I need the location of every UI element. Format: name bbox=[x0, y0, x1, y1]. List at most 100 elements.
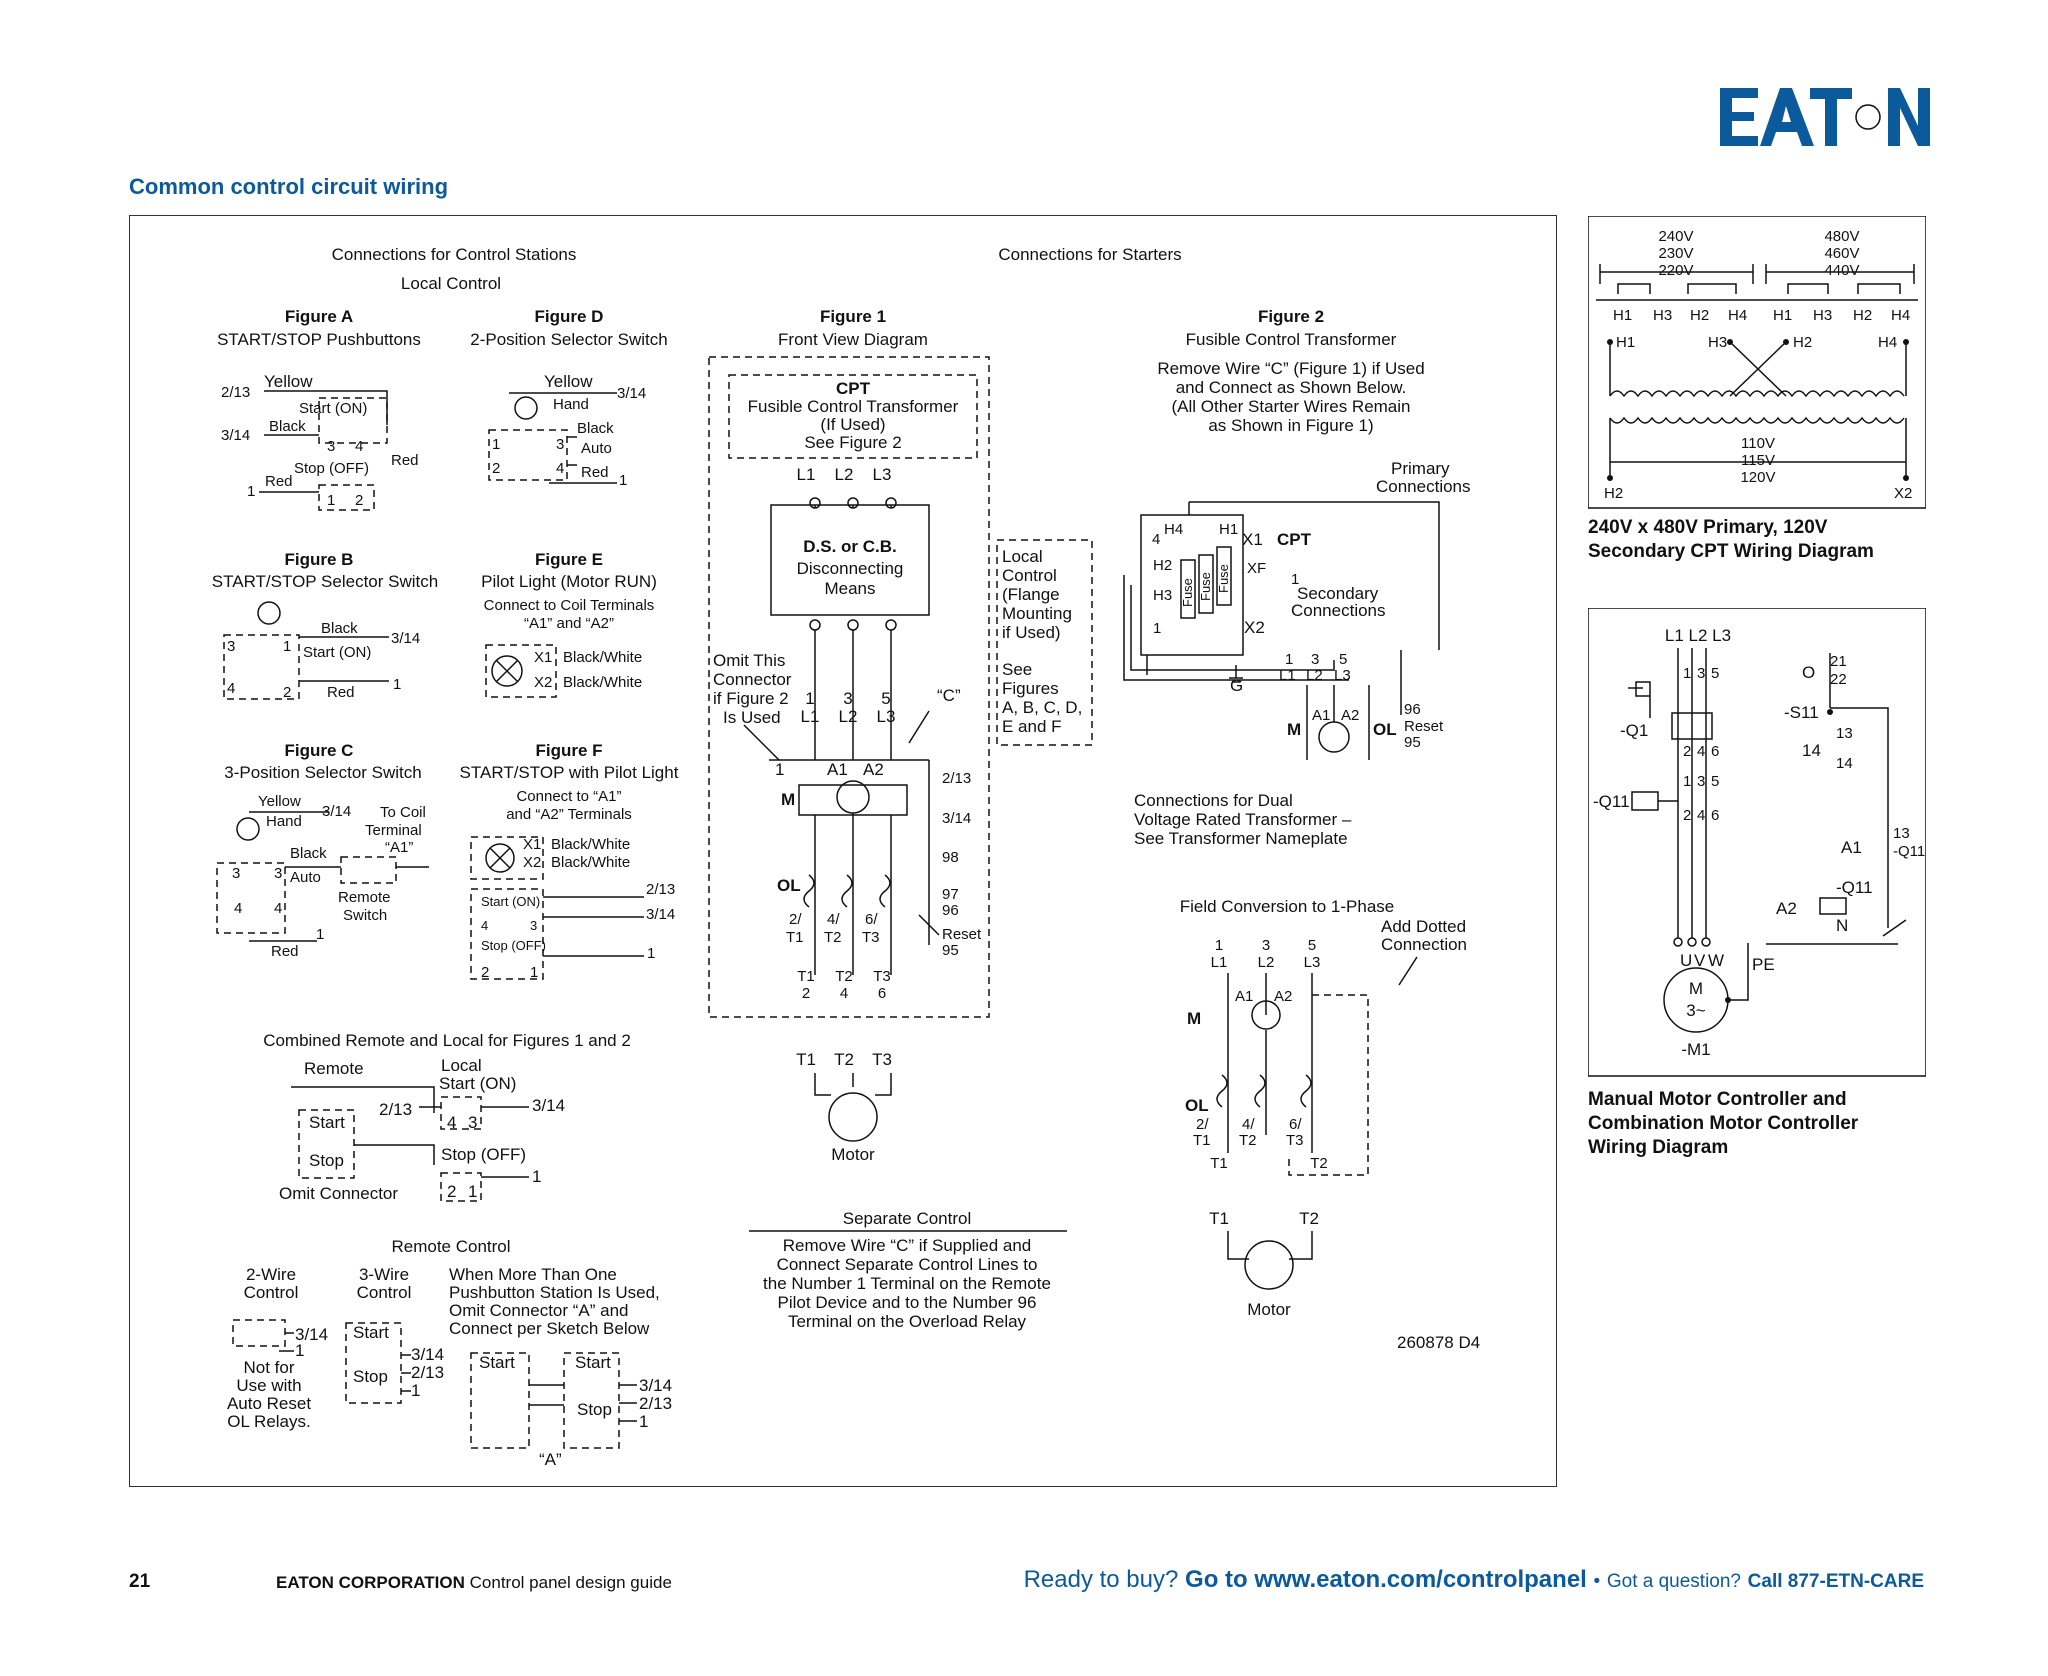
diagram-label: L2 bbox=[1306, 667, 1323, 684]
diagram-label: 1 bbox=[775, 760, 784, 779]
diagram-label: Switch bbox=[343, 907, 387, 924]
diagram-label: H3 bbox=[1708, 334, 1727, 351]
diagram-label: Fuse bbox=[1216, 564, 1231, 593]
diagram-label: 2/ bbox=[789, 911, 802, 928]
diagram-label: -Q11 bbox=[1593, 792, 1630, 811]
diagram-label: Terminal on the Overload Relay bbox=[788, 1312, 1027, 1331]
diagram-label: Connections bbox=[1376, 477, 1471, 496]
diagram-label: 1 bbox=[1285, 651, 1293, 668]
diagram-label: 2 bbox=[1683, 807, 1691, 824]
diagram-label: 2/ bbox=[1196, 1116, 1209, 1133]
diagram-label: 1 bbox=[316, 926, 324, 943]
diagram-label: Start (ON) bbox=[481, 894, 540, 909]
diagram-label: Combined Remote and Local for Figures 1 … bbox=[263, 1031, 631, 1050]
separate-control: Separate Control Remove Wire “C” if Supp… bbox=[749, 1209, 1067, 1331]
diagram-label: Control bbox=[244, 1283, 299, 1302]
diagram-label: T2 bbox=[834, 1050, 854, 1069]
diagram-label: Stop bbox=[353, 1367, 388, 1386]
diagram-label: Yellow bbox=[544, 372, 593, 391]
cpt-caption-line-1: 240V x 480V Primary, 120V bbox=[1588, 517, 1828, 538]
diagram-label: Reset bbox=[1404, 718, 1444, 735]
diagram-label: 2 bbox=[492, 460, 500, 477]
diagram-label: 2 bbox=[283, 684, 291, 701]
diagram-label: A2 bbox=[1274, 988, 1292, 1005]
figure-c: Figure C 3-Position Selector Switch Yell… bbox=[216, 741, 429, 960]
diagram-label: 6 bbox=[1711, 807, 1719, 824]
diagram-label: 1 bbox=[532, 1167, 541, 1186]
diagram-label: 3~ bbox=[1686, 1001, 1705, 1020]
diagram-label: 1 bbox=[1153, 620, 1161, 637]
diagram-label: T1 bbox=[797, 968, 815, 985]
diagram-label: T2 bbox=[824, 929, 842, 946]
diagram-label: See Transformer Nameplate bbox=[1134, 829, 1348, 848]
figure-e: Figure E Pilot Light (Motor RUN) Connect… bbox=[481, 550, 657, 698]
diagram-label: 4 bbox=[481, 918, 488, 933]
diagram-label: 1 bbox=[647, 945, 655, 962]
diagram-label: 110V bbox=[1741, 435, 1775, 452]
diagram-label: Connector bbox=[713, 670, 792, 689]
diagram-frame bbox=[129, 215, 1557, 1487]
diagram-label: Yellow bbox=[258, 793, 301, 810]
mmc-caption-line-1: Manual Motor Controller and bbox=[1588, 1089, 1847, 1110]
diagram-label: X2 bbox=[1244, 618, 1265, 637]
diagram-label: 4/ bbox=[1242, 1116, 1255, 1133]
separator: • bbox=[1593, 1571, 1601, 1592]
diagram-label: T1 bbox=[1193, 1132, 1211, 1149]
diagram-label: 1 bbox=[1683, 773, 1691, 790]
diagram-label: 96 bbox=[942, 902, 959, 919]
diagram-label: XF bbox=[1247, 560, 1266, 577]
figure-b: Figure B START/STOP Selector Switch Blac… bbox=[212, 550, 438, 701]
diagram-label: Separate Control bbox=[843, 1209, 972, 1228]
diagram-label: N bbox=[1836, 916, 1848, 935]
diagram-label: Auto bbox=[290, 869, 321, 886]
diagram-label: 3/14 bbox=[646, 906, 675, 923]
diagram-label: 1 bbox=[619, 472, 627, 489]
diagram-label: When More Than One bbox=[449, 1265, 617, 1284]
diagram-label: Black/White bbox=[563, 674, 642, 691]
diagram-label: OL bbox=[1185, 1096, 1209, 1115]
footer-corp: EATON CORPORATION Control panel design g… bbox=[276, 1573, 672, 1593]
diagram-label: Stop (OFF) bbox=[294, 460, 369, 477]
controlpanel-link[interactable]: Go to www.eaton.com/controlpanel bbox=[1185, 1566, 1587, 1593]
diagram-label: 14 bbox=[1836, 755, 1853, 772]
diagram-label: Add Dotted bbox=[1381, 917, 1466, 936]
diagram-label: Fusible Control Transformer bbox=[1186, 330, 1397, 349]
diagram-label: 1 bbox=[1291, 571, 1299, 588]
diagram-label: Connect per Sketch Below bbox=[449, 1319, 650, 1338]
diagram-label: G bbox=[1230, 676, 1243, 695]
diagram-label: 3 bbox=[1311, 651, 1319, 668]
diagram-label: Figure 2 bbox=[1258, 307, 1324, 326]
diagram-label: H2 bbox=[1853, 307, 1872, 324]
figure-1-front-view: Figure 1 Front View Diagram CPT Fusible … bbox=[708, 307, 1093, 1164]
diagram-label: START/STOP Selector Switch bbox=[212, 572, 438, 591]
diagram-label: 4 bbox=[1152, 531, 1160, 548]
diagram-label: if Figure 2 bbox=[713, 689, 789, 708]
diagram-label: Black/White bbox=[551, 836, 630, 853]
diagram-label: 4 bbox=[355, 438, 363, 455]
call-link[interactable]: Call 877-ETN-CARE bbox=[1747, 1571, 1924, 1592]
diagram-label: 2 bbox=[802, 985, 810, 1002]
mmc-caption-line-3: Wiring Diagram bbox=[1588, 1137, 1729, 1158]
diagram-label: U bbox=[1680, 951, 1692, 970]
diagram-label: Local bbox=[441, 1056, 482, 1075]
diagram-label: Hand bbox=[553, 396, 589, 413]
diagram-label: 6/ bbox=[1289, 1116, 1302, 1133]
diagram-label: T1 bbox=[1210, 1155, 1228, 1172]
diagram-label: Hand bbox=[266, 813, 302, 830]
diagram-label: and “A2” Terminals bbox=[506, 806, 632, 823]
diagram-label: 3/14 bbox=[942, 810, 971, 827]
diagram-label: Local bbox=[1002, 547, 1043, 566]
diagram-label: Connect Separate Control Lines to bbox=[777, 1255, 1038, 1274]
diagram-label: Start bbox=[309, 1113, 345, 1132]
diagram-label: Stop bbox=[577, 1400, 612, 1419]
diagram-label: “C” bbox=[937, 686, 961, 705]
diagram-label: L3 bbox=[877, 707, 896, 726]
eaton-logo bbox=[1720, 88, 1930, 146]
diagram-label: START/STOP Pushbuttons bbox=[217, 330, 421, 349]
diagram-label: V bbox=[1694, 951, 1706, 970]
diagram-label: and Connect as Shown Below. bbox=[1176, 378, 1407, 397]
diagram-label: D.S. or C.B. bbox=[803, 537, 897, 556]
remote-control: Remote Control 2-Wire Control 3-Wire Con… bbox=[227, 1237, 672, 1469]
diagram-label: Red bbox=[265, 473, 293, 490]
diagram-label: Omit This bbox=[713, 651, 785, 670]
